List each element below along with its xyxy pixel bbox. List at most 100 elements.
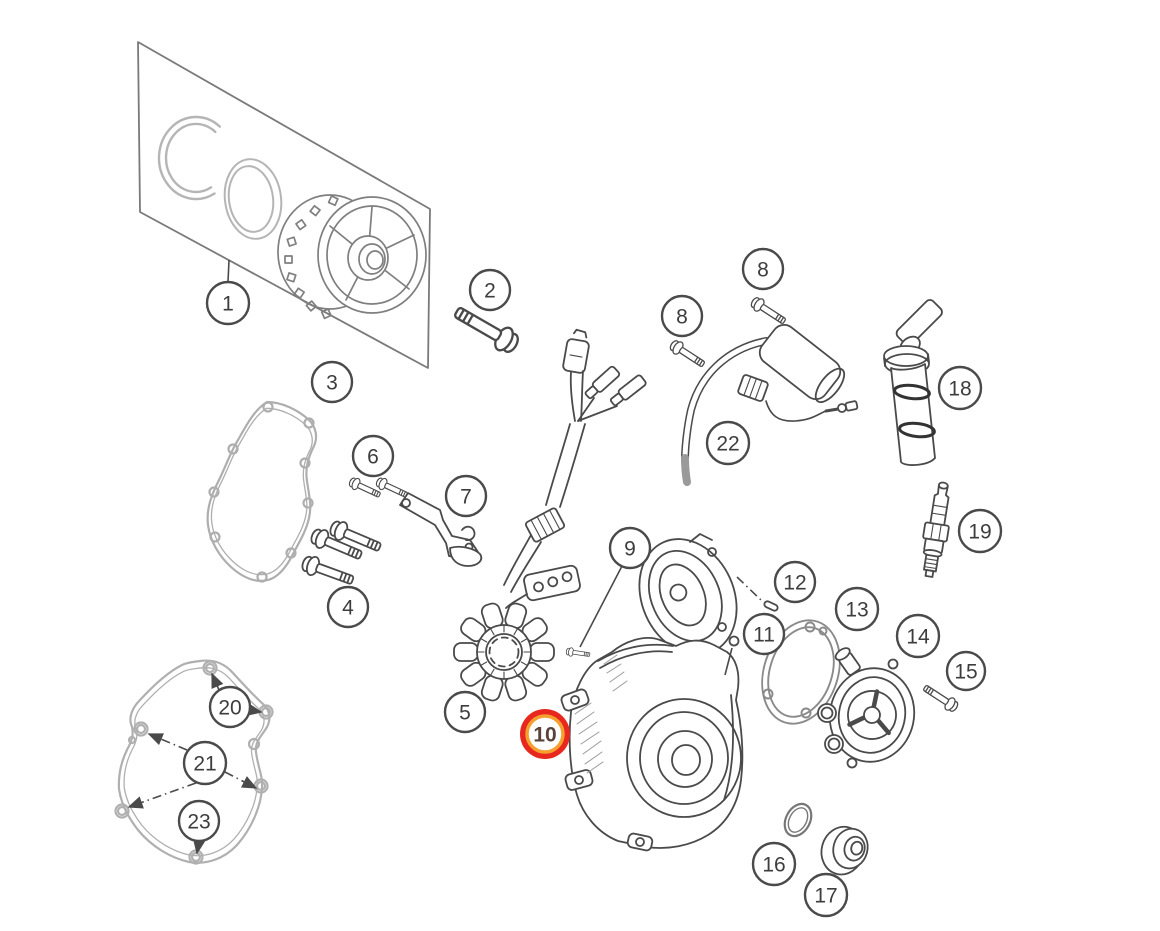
callout-leader-line <box>127 782 197 809</box>
o-ring <box>783 802 813 838</box>
cover-bolts <box>298 517 385 591</box>
callout-9[interactable]: 9 <box>579 526 652 648</box>
water-pump-gasket <box>761 619 841 725</box>
callout-15[interactable]: 15 <box>945 650 987 692</box>
callout-13[interactable]: 13 <box>834 586 880 632</box>
callout-12[interactable]: 12 <box>736 560 817 604</box>
callout-circle <box>751 841 797 887</box>
callout-leader-line <box>246 703 263 716</box>
callout-circle <box>945 650 987 692</box>
callout-number: 10 <box>533 724 556 747</box>
flywheel-plate <box>137 41 431 369</box>
callout-circle <box>741 247 785 291</box>
callout-6[interactable]: 6 <box>351 434 395 478</box>
callout-number: 23 <box>187 811 210 834</box>
callout-5[interactable]: 5 <box>443 690 487 734</box>
callout-number: 8 <box>676 306 688 329</box>
callout-circle <box>205 280 251 326</box>
starter-cover <box>638 533 738 656</box>
rotor-rim-holes <box>284 195 339 320</box>
callout-22[interactable]: 22 <box>705 420 751 466</box>
callout-number: 22 <box>716 433 739 456</box>
callout-10-highlighted[interactable]: 10 <box>520 709 570 759</box>
cover-hatching <box>574 654 628 774</box>
cover-vent-screw <box>565 646 591 660</box>
callout-circle <box>444 474 488 518</box>
callout-16[interactable]: 16 <box>751 841 797 887</box>
callout-1[interactable]: 1 <box>205 259 251 326</box>
stator-connector-block <box>523 564 581 602</box>
callout-7[interactable]: 7 <box>444 474 488 518</box>
callout-circle <box>608 526 652 570</box>
callout-circle <box>660 294 704 338</box>
callout-17[interactable]: 17 <box>803 872 849 918</box>
callout-circle <box>468 268 512 312</box>
callout-8[interactable]: 8 <box>741 247 785 291</box>
ignition-coil <box>681 323 859 486</box>
callout-leader-line <box>211 672 224 691</box>
callout-2[interactable]: 2 <box>468 268 512 312</box>
callout-number: 3 <box>326 372 338 395</box>
callout-8[interactable]: 8 <box>660 294 704 338</box>
callout-number: 1 <box>222 293 234 316</box>
ignition-cover <box>560 637 744 852</box>
callout-number: 17 <box>814 885 837 908</box>
ignition-cover-gasket <box>206 400 318 583</box>
cover-lug <box>560 688 654 852</box>
callout-leader-line <box>227 259 230 283</box>
callout-number: 20 <box>218 697 241 720</box>
callout-14[interactable]: 14 <box>895 613 941 659</box>
callout-circle <box>326 585 370 629</box>
callout-number: 12 <box>783 572 806 595</box>
callout-circle <box>310 360 354 404</box>
callout-number: 2 <box>484 280 496 303</box>
callout-number: 13 <box>845 599 868 622</box>
highlight-inner-circle <box>525 714 565 754</box>
callout-19[interactable]: 19 <box>957 508 1003 554</box>
callout-number: 7 <box>460 486 472 509</box>
callout-4[interactable]: 4 <box>326 585 370 629</box>
water-pump-cover <box>817 647 916 769</box>
callout-number: 21 <box>193 753 216 776</box>
callout-number: 18 <box>948 378 971 401</box>
callout-number: 6 <box>367 446 379 469</box>
cable-bracket <box>399 492 483 567</box>
flywheel-rotor <box>277 194 427 320</box>
generator-cover-gasket <box>114 659 274 865</box>
callout-circle <box>773 560 817 604</box>
callout-circle <box>937 365 983 411</box>
callout-circle <box>957 508 1003 554</box>
callout-leader-line <box>736 576 762 601</box>
sealing-plug <box>728 635 740 647</box>
callout-number: 8 <box>757 259 769 282</box>
callout-circle <box>742 612 786 656</box>
callout-circle <box>208 685 252 729</box>
callout-circle <box>834 586 880 632</box>
callout-circle <box>803 872 849 918</box>
spark-plug-cap <box>883 299 943 466</box>
callout-20[interactable]: 20 <box>208 672 263 729</box>
callout-circle <box>177 799 221 843</box>
stator-screws <box>347 475 410 501</box>
callout-number: 9 <box>624 538 636 561</box>
callout-21[interactable]: 21 <box>127 733 258 809</box>
callout-number: 11 <box>753 624 775 647</box>
callout-3[interactable]: 3 <box>310 360 354 404</box>
gasket-bolt-holes <box>208 401 315 583</box>
callout-circle <box>351 434 395 478</box>
callout-leader-line <box>224 771 258 789</box>
callout-number: 15 <box>954 661 977 684</box>
callout-23[interactable]: 23 <box>177 799 221 855</box>
wiring-harness <box>503 328 647 609</box>
snap-ring <box>157 115 221 201</box>
callout-11[interactable]: 11 <box>724 612 786 676</box>
rotor-band <box>223 158 283 240</box>
callout-circle <box>182 740 228 786</box>
callout-number: 5 <box>459 702 471 725</box>
stator <box>453 602 555 702</box>
callout-18[interactable]: 18 <box>937 365 983 411</box>
callout-leader-line <box>724 647 733 676</box>
callout-circle <box>443 690 487 734</box>
